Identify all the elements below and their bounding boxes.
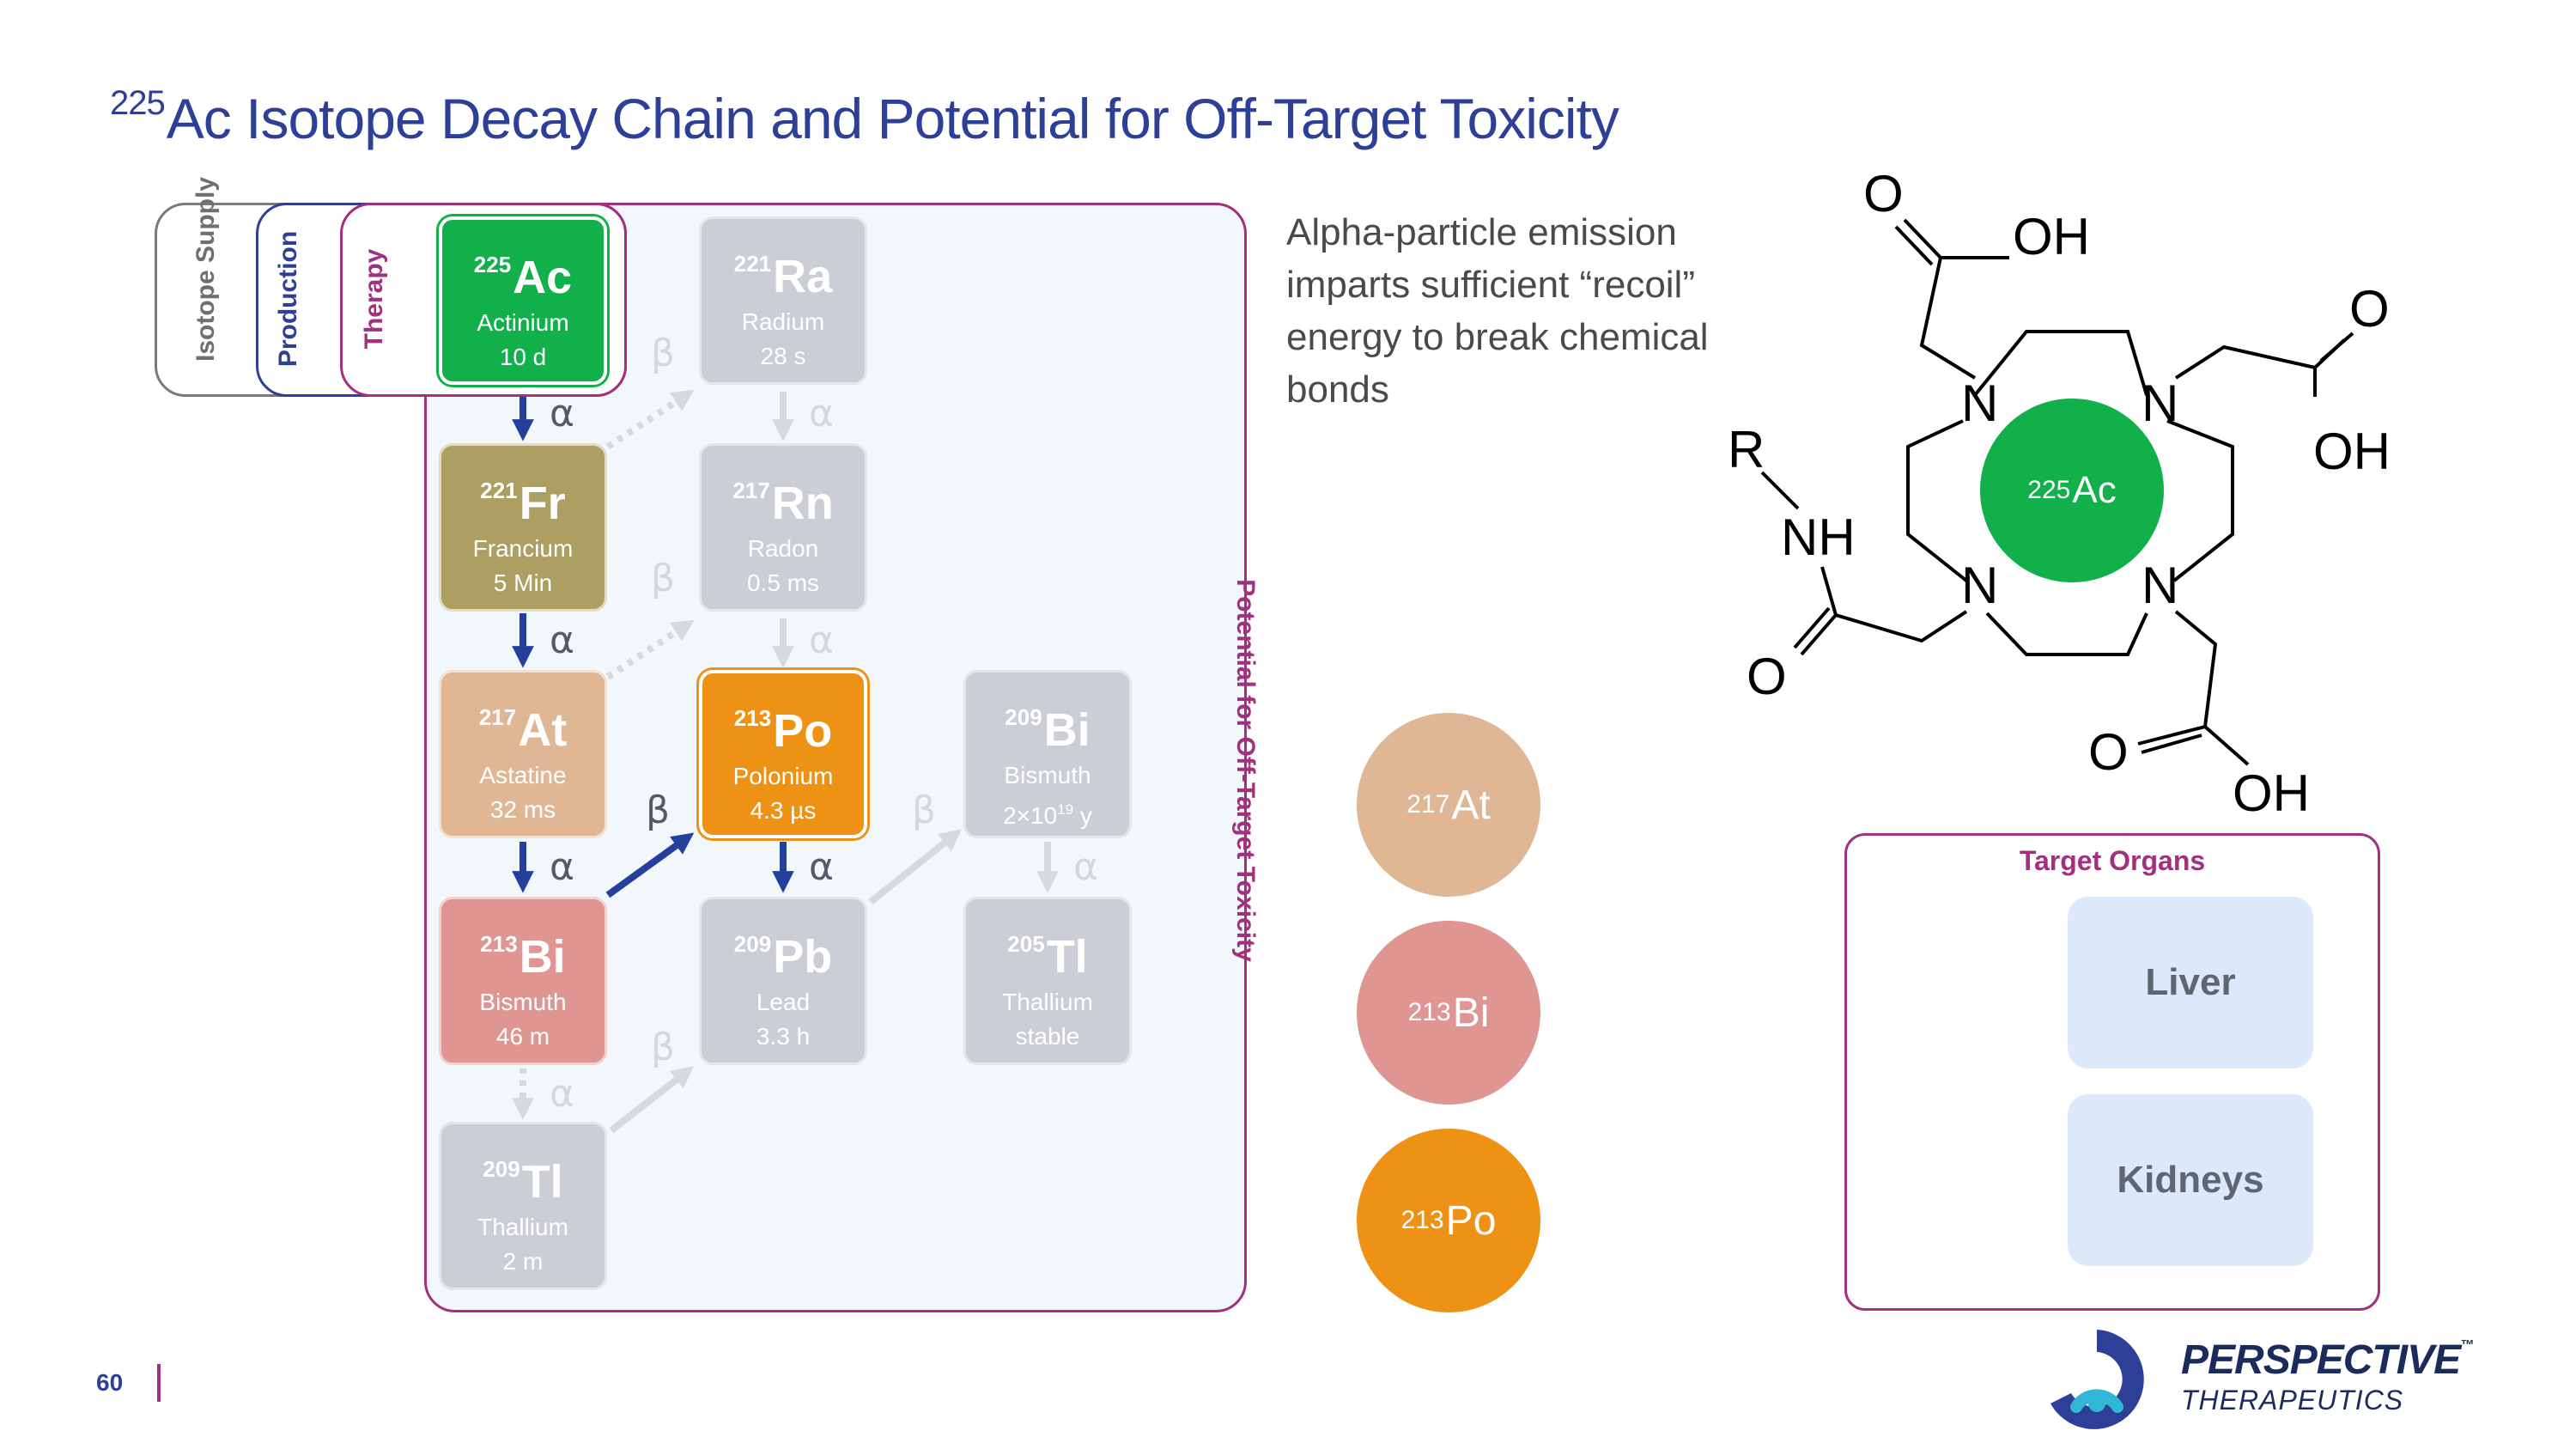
atom-n-3: N xyxy=(1961,557,1999,614)
tile-francium-221: 221Fr Francium 5 Min xyxy=(439,443,607,612)
tile-radium-221: 221Ra Radium 28 s xyxy=(699,216,867,385)
alpha-label-bi209: α xyxy=(1073,845,1099,889)
beta-label-bi213: β xyxy=(646,788,671,832)
alpha-label-at: α xyxy=(550,845,575,889)
page-title: 225Ac Isotope Decay Chain and Potential … xyxy=(110,84,1619,151)
organ-liver: Liver xyxy=(2068,897,2313,1068)
atom-oh-3: OH xyxy=(2233,764,2310,822)
brand-subtitle: THERAPEUTICS xyxy=(2181,1385,2404,1416)
atom-oh-2: OH xyxy=(2313,423,2391,480)
alpha-label-fr: α xyxy=(550,618,575,662)
recoil-note: Alpha-particle emission imparts sufficie… xyxy=(1286,211,1709,411)
atom-nh: NH xyxy=(1781,508,1856,566)
beta-label-fr: β xyxy=(651,557,676,600)
beta-label-pb: β xyxy=(912,788,937,832)
tile-bismuth-213: 213Bi Bismuth 46 m xyxy=(439,897,607,1065)
arrow-ac-ra xyxy=(605,389,695,450)
tile-thallium-209: 209Tl Thallium 2 m xyxy=(439,1122,607,1290)
beta-label-tl209: β xyxy=(651,1026,676,1069)
alpha-label-bi213: α xyxy=(550,1072,575,1116)
atom-o-3: O xyxy=(1747,648,1787,705)
alpha-label-rn: α xyxy=(809,618,835,662)
brand-name: PERSPECTIVE™ xyxy=(2181,1337,2474,1383)
atom-n-2: N xyxy=(2142,374,2179,432)
arrow-fr-rn xyxy=(605,619,695,680)
atom-r: R xyxy=(1728,421,1765,478)
perspective-logo-icon xyxy=(2050,1330,2144,1429)
atom-oh-1: OH xyxy=(2013,208,2090,265)
tile-thallium-205: 205Tl Thallium stable xyxy=(963,897,1132,1065)
alpha-label-po: α xyxy=(809,845,835,889)
tile-radon-217: 217Rn Radon 0.5 ms xyxy=(699,443,867,612)
atom-n-1: N xyxy=(1961,374,1999,432)
atom-n-4: N xyxy=(2142,557,2179,614)
arrow-tl209-pb xyxy=(609,1066,695,1134)
tile-bismuth-209: 209Bi Bismuth 2×1019 y xyxy=(963,670,1132,838)
tile-lead-209: 209Pb Lead 3.3 h xyxy=(699,897,867,1065)
atom-o-2: O xyxy=(2349,280,2390,338)
organ-kidneys: Kidneys xyxy=(2068,1094,2313,1266)
target-organs-title: Target Organs xyxy=(2019,845,2206,876)
tile-astatine-217: 217At Astatine 32 ms xyxy=(439,670,607,838)
atom-o-4: O xyxy=(2088,723,2129,781)
page-number-divider xyxy=(157,1364,161,1402)
alpha-label-ac: α xyxy=(550,392,575,435)
title-mass-number: 225 xyxy=(110,84,166,122)
alpha-label-ra: α xyxy=(809,392,835,435)
arrow-bi213-po xyxy=(605,832,695,898)
title-text: Ac Isotope Decay Chain and Potential for… xyxy=(166,87,1619,150)
page-number: 60 xyxy=(96,1369,124,1396)
arrow-pb-bi209 xyxy=(868,829,962,905)
tile-actinium-225: 225Ac Actinium 10 d xyxy=(439,216,607,385)
tile-polonium-213: 213Po Polonium 4.3 µs xyxy=(699,670,867,838)
atom-o-1: O xyxy=(1863,165,1904,222)
beta-label-ac: β xyxy=(651,332,676,375)
